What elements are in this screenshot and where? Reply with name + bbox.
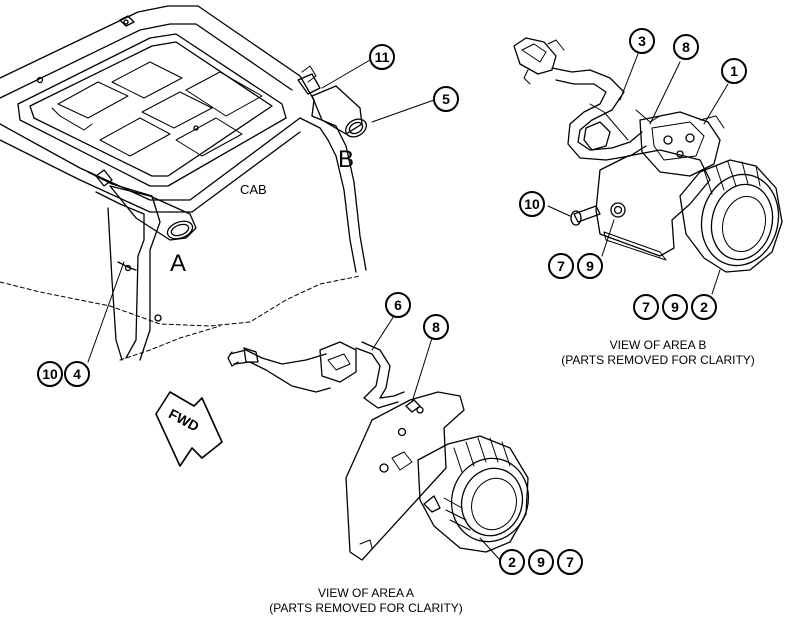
- view-a-caption: VIEW OF AREA A (PARTS REMOVED FOR CLARIT…: [246, 586, 486, 616]
- area-a-label: A: [170, 250, 187, 277]
- callout-4: 4: [64, 361, 90, 387]
- view-b-caption-line2: (PARTS REMOVED FOR CLARITY): [561, 353, 755, 367]
- callout-8-view-a: 8: [423, 314, 449, 340]
- callout-9-view-b-bottom: 9: [662, 294, 688, 320]
- view-a-drawing: [227, 315, 530, 561]
- view-b-drawing: [513, 37, 783, 295]
- view-b-caption-line1: VIEW OF AREA B: [609, 338, 707, 352]
- callout-8-view-b: 8: [673, 34, 699, 60]
- callout-7-view-a: 7: [557, 549, 583, 575]
- callout-2-view-a: 2: [499, 549, 525, 575]
- callout-7-view-b-bottom: 7: [633, 294, 659, 320]
- callout-7-view-b-left: 7: [548, 253, 574, 279]
- callout-11: 11: [369, 44, 395, 70]
- fwd-arrow: [155, 391, 223, 467]
- callout-2-view-b: 2: [691, 294, 717, 320]
- callout-10-view-b: 10: [519, 191, 545, 217]
- view-a-caption-line1: VIEW OF AREA A: [317, 586, 415, 600]
- callout-1: 1: [721, 58, 747, 84]
- area-b-label: B: [338, 146, 355, 173]
- view-b-caption: VIEW OF AREA B (PARTS REMOVED FOR CLARIT…: [538, 338, 778, 368]
- callout-5: 5: [433, 86, 459, 112]
- cab-label: CAB: [240, 182, 267, 197]
- view-a-caption-line2: (PARTS REMOVED FOR CLARITY): [269, 601, 463, 615]
- callout-3: 3: [629, 28, 655, 54]
- cab-roof-drawing: [0, 5, 435, 363]
- callout-9-view-a: 9: [528, 549, 554, 575]
- callout-10-main: 10: [37, 361, 63, 387]
- callout-9-view-b-left: 9: [577, 253, 603, 279]
- callout-6: 6: [385, 292, 411, 318]
